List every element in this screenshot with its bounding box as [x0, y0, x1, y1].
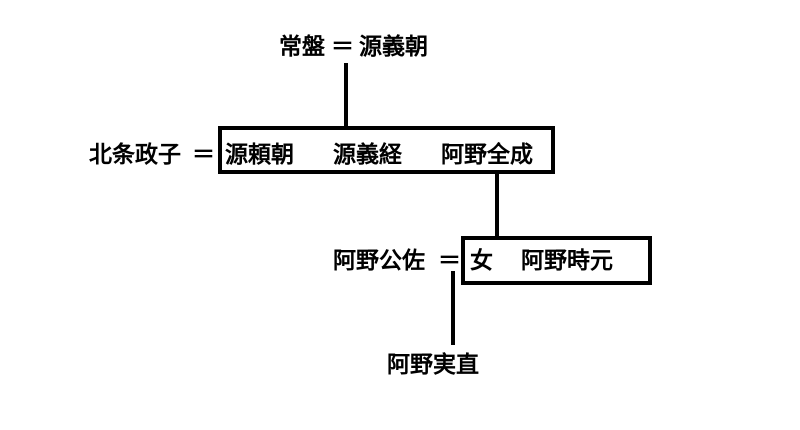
spouse-ano-kinsuke: 阿野公佐	[333, 248, 425, 274]
mother-name: 常盤	[279, 34, 325, 60]
grandchild-ano-sanenao: 阿野実直	[387, 352, 479, 378]
spouse-hojo-masako: 北条政子	[89, 142, 181, 168]
marriage-equals-middle: ＝	[192, 142, 215, 168]
marriage-equals-third: ＝	[438, 248, 461, 274]
siblings-box	[218, 126, 555, 174]
child-ano-tokimoto: 阿野時元	[521, 248, 613, 274]
sibling-3: 阿野全成	[441, 142, 533, 168]
marriage-equals-top: ＝	[331, 34, 354, 60]
sibling-1: 源頼朝	[225, 142, 294, 168]
descent-line-to-grandchild	[451, 271, 455, 345]
descent-line-to-children	[495, 170, 499, 240]
father-name: 源義朝	[359, 34, 428, 60]
descent-line-parents-to-siblings	[344, 63, 348, 130]
child-daughter: 女	[470, 248, 493, 274]
children-box	[461, 236, 652, 285]
sibling-2: 源義経	[333, 142, 402, 168]
